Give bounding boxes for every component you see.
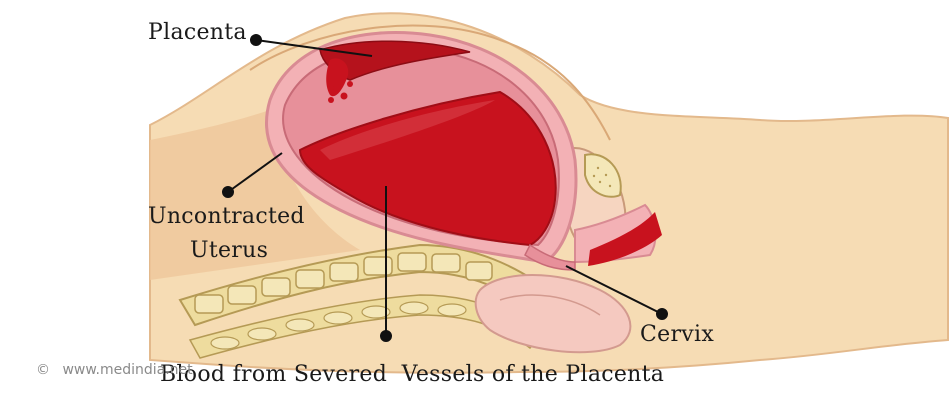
label-uterus: Uterus (190, 238, 269, 263)
pubic-bone (584, 153, 622, 198)
blood-highlight (320, 100, 495, 160)
vertebrae (194, 252, 493, 314)
label-uncontracted: Uncontracted (148, 204, 305, 229)
rectum (474, 274, 632, 354)
label-placenta: Placenta (148, 20, 247, 45)
rectum-fold (499, 294, 601, 316)
lower-vertebrae (210, 301, 467, 350)
copyright-icon: © (36, 362, 50, 378)
vaginal-bleeding (588, 212, 662, 266)
label-blood-from-severed-vessels: Blood from Severed Vessels of the Placen… (160, 362, 665, 387)
label-cervix: Cervix (640, 322, 715, 347)
pubic-bone-texture (592, 166, 612, 188)
back-shadow (150, 110, 360, 280)
blood-pool (298, 90, 557, 247)
leader-lines (222, 34, 668, 342)
placenta-detached (326, 58, 349, 97)
abdomen-outline (249, 24, 611, 141)
watermark: © www.medindia.net (36, 362, 193, 378)
placenta-fragments (328, 81, 353, 103)
watermark-text: www.medindia.net (62, 362, 193, 378)
